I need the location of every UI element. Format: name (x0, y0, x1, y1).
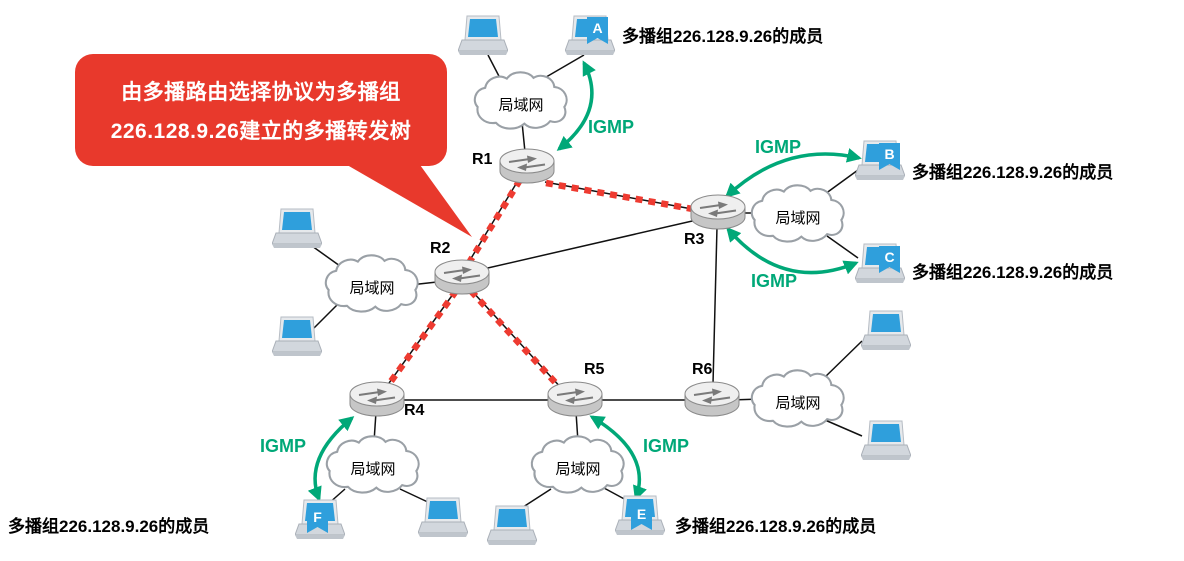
router-label-r3: R3 (684, 231, 705, 248)
callout-text-line2: 226.128.9.26建立的多播转发树 (110, 119, 412, 143)
lan-label: 局域网 (349, 280, 395, 297)
member-label-c: 多播组226.128.9.26的成员 (912, 263, 1114, 282)
router-icon (686, 190, 750, 236)
router-label-r4: R4 (404, 402, 425, 419)
tree-edge-r2-r5 (468, 288, 567, 395)
router-icon (345, 377, 409, 423)
lan-label: 局域网 (498, 97, 544, 114)
router-label-r5: R5 (584, 361, 605, 378)
router-icon (543, 377, 607, 423)
lan-label: 局域网 (775, 395, 821, 412)
router-r2 (430, 255, 494, 301)
member-label-b: 多播组226.128.9.26的成员 (912, 163, 1114, 182)
router-r4 (345, 377, 409, 423)
igmp-label-b: IGMP (755, 137, 802, 157)
tree-edge-r1-r2 (464, 178, 523, 268)
laptop-left-upper (272, 208, 322, 252)
link-lanleft-host1 (311, 245, 341, 267)
laptop-host-e: E (615, 495, 665, 539)
laptop-bottom-left-2 (418, 497, 468, 541)
router-icon (495, 144, 559, 190)
igmp-arrow-r3-b (724, 148, 862, 199)
member-label-f: 多播组226.128.9.26的成员 (8, 517, 210, 536)
lan-cloud-bottom-mid: 局域网 (528, 434, 628, 498)
member-label-e: 多播组226.128.9.26的成员 (675, 517, 877, 536)
laptop-host-b: B (855, 140, 905, 184)
laptop-icon (272, 208, 322, 252)
igmp-arrow-r4-f (307, 416, 355, 502)
lan-cloud-bottom-left: 局域网 (323, 434, 423, 498)
laptop-bottom-mid-1 (487, 505, 537, 549)
igmp-label-c: IGMP (751, 271, 798, 291)
lan-cloud-left: 局域网 (322, 253, 422, 317)
callout-bubble: 由多播路由选择协议为多播组 226.128.9.26建立的多播转发树 (75, 54, 447, 166)
callout-text-line1: 由多播路由选择协议为多播组 (121, 80, 401, 104)
router-label-r6: R6 (692, 361, 713, 378)
router-r6 (680, 377, 744, 423)
igmp-label-a: IGMP (588, 117, 635, 137)
lan-cloud-top: 局域网 (471, 70, 571, 134)
laptop-host-f: F (295, 499, 345, 543)
router-r1 (495, 144, 559, 190)
laptop-right-lower (861, 420, 911, 464)
laptop-icon (272, 316, 322, 360)
router-label-r1: R1 (472, 151, 493, 168)
router-icon (430, 255, 494, 301)
router-r3 (686, 190, 750, 236)
link-r3-r6 (712, 226, 718, 385)
router-icon (680, 377, 744, 423)
laptop-icon (418, 497, 468, 541)
link-r2-r3 (478, 218, 702, 271)
lan-label: 局域网 (350, 461, 396, 478)
igmp-label-e: IGMP (643, 436, 690, 456)
host-badge-e: E (631, 503, 652, 530)
member-label-a: 多播组226.128.9.26的成员 (622, 27, 824, 46)
lan-label: 局域网 (775, 210, 821, 227)
laptop-right-upper (861, 310, 911, 354)
igmp-arrow-a-r1 (556, 60, 596, 151)
tree-edge-r1-r3 (545, 179, 705, 215)
host-badge-c: C (879, 246, 900, 273)
laptop-left-lower (272, 316, 322, 360)
link-lanrl-host1 (822, 340, 863, 380)
host-badge-f: F (307, 506, 328, 533)
igmp-label-f: IGMP (260, 436, 307, 456)
lan-cloud-right-upper: 局域网 (748, 183, 848, 247)
link-lanrl-host2 (824, 419, 863, 437)
host-badge-b: B (879, 143, 900, 170)
igmp-arrow-r5-e (589, 415, 647, 501)
laptop-icon (861, 310, 911, 354)
laptop-icon (861, 420, 911, 464)
igmp-arrow-r3-c (726, 226, 859, 275)
host-badge-a: A (587, 17, 608, 44)
link-lanleft-host2 (311, 301, 341, 331)
laptop-host-a: A (565, 15, 615, 59)
multicast-tree-edges (381, 178, 705, 395)
laptop-icon (487, 505, 537, 549)
router-label-r2: R2 (430, 240, 451, 257)
lan-cloud-right-lower: 局域网 (748, 368, 848, 432)
laptop-icon (458, 15, 508, 59)
lan-label: 局域网 (555, 461, 601, 478)
igmp-arrows (307, 60, 862, 502)
router-r5 (543, 377, 607, 423)
laptop-host-c: C (855, 243, 905, 287)
laptop-top-left (458, 15, 508, 59)
